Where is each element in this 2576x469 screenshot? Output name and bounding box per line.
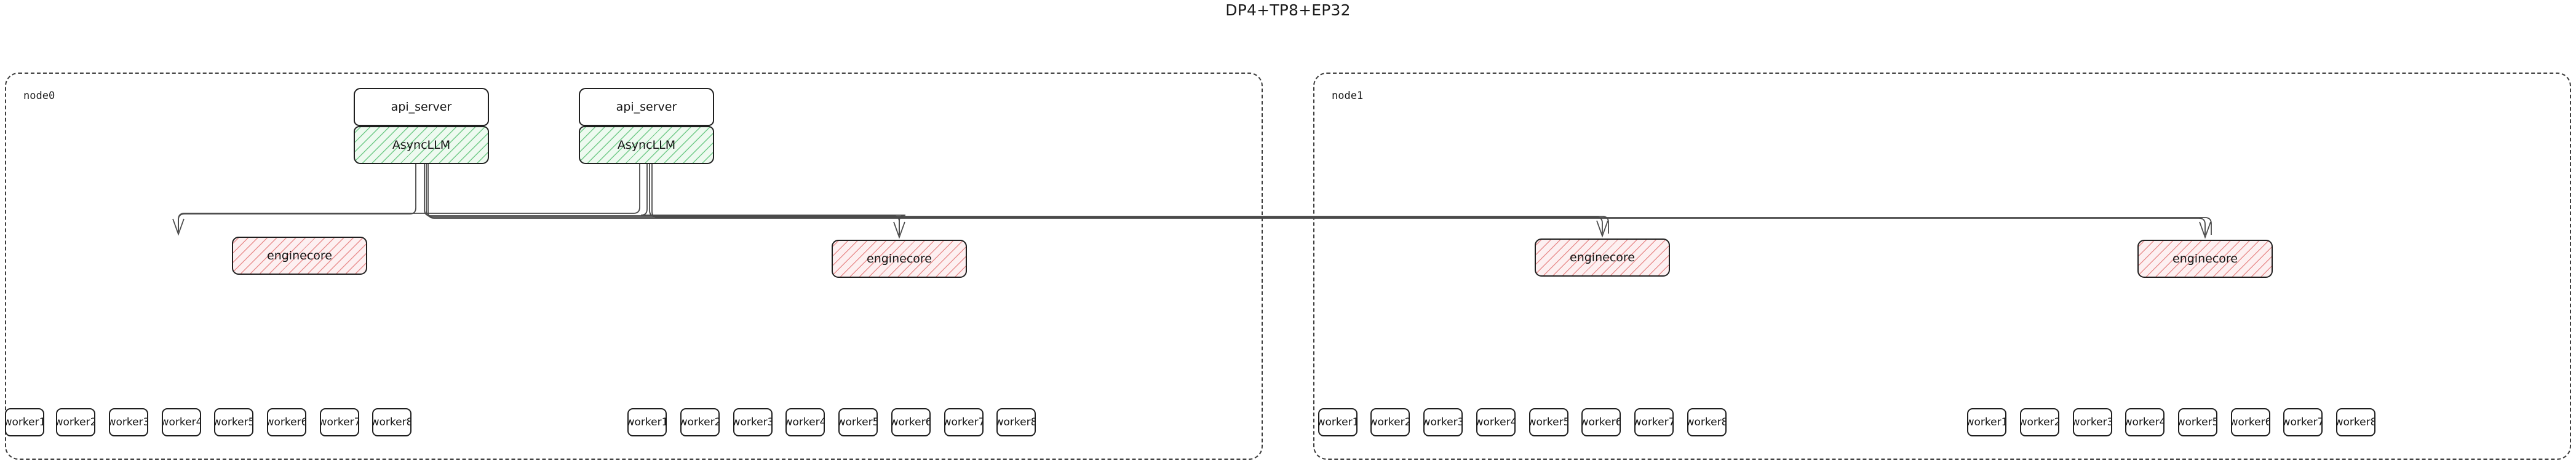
worker-box[interactable]: worker1 [1318, 408, 1358, 436]
worker-box[interactable]: worker5 [214, 408, 253, 436]
page-title: DP4+TP8+EP32 [1225, 1, 1351, 19]
worker-label: worker8 [2336, 416, 2375, 428]
worker-box[interactable]: worker4 [785, 408, 825, 436]
worker-box[interactable]: worker6 [891, 408, 931, 436]
api-server-box-node0-1[interactable]: api_server [579, 88, 714, 126]
worker-label: worker3 [733, 416, 773, 428]
worker-label: worker4 [1476, 416, 1516, 428]
worker-label: worker4 [162, 416, 201, 428]
asyncllm-label: AsyncLLM [617, 138, 676, 152]
worker-box[interactable]: worker4 [162, 408, 201, 436]
worker-box[interactable]: worker7 [2283, 408, 2323, 436]
worker-label: worker7 [2283, 416, 2323, 428]
worker-box[interactable]: worker3 [733, 408, 773, 436]
worker-label: worker1 [627, 416, 667, 428]
worker-label: worker1 [1967, 416, 2006, 428]
worker-label: worker5 [1529, 416, 1568, 428]
worker-label: worker1 [1318, 416, 1358, 428]
worker-box[interactable]: worker4 [1476, 408, 1516, 436]
enginecore-label: enginecore [867, 252, 932, 266]
worker-label: worker5 [2178, 416, 2217, 428]
worker-box[interactable]: worker2 [1370, 408, 1410, 436]
enginecore-label: enginecore [267, 249, 332, 262]
worker-label: worker3 [2073, 416, 2112, 428]
worker-box[interactable]: worker2 [56, 408, 95, 436]
worker-label: worker7 [1634, 416, 1674, 428]
worker-box[interactable]: worker5 [838, 408, 878, 436]
worker-label: worker4 [2125, 416, 2165, 428]
worker-label: worker3 [109, 416, 148, 428]
api-server-label: api_server [616, 100, 677, 114]
worker-box[interactable]: worker1 [5, 408, 44, 436]
worker-label: worker6 [2231, 416, 2270, 428]
worker-box[interactable]: worker8 [372, 408, 411, 436]
cluster-node1-label: node1 [1332, 90, 1364, 102]
worker-label: worker2 [56, 416, 95, 428]
worker-label: worker7 [944, 416, 984, 428]
worker-box[interactable]: worker5 [2178, 408, 2217, 436]
enginecore-label: enginecore [1570, 251, 1635, 264]
worker-label: worker2 [1370, 416, 1410, 428]
worker-box[interactable]: worker2 [2020, 408, 2059, 436]
worker-label: worker6 [1581, 416, 1621, 428]
worker-box[interactable]: worker8 [2336, 408, 2375, 436]
worker-box[interactable]: worker3 [109, 408, 148, 436]
worker-box[interactable]: worker8 [1687, 408, 1727, 436]
worker-box[interactable]: worker7 [320, 408, 359, 436]
worker-label: worker4 [785, 416, 825, 428]
worker-label: worker2 [2020, 416, 2059, 428]
worker-box[interactable]: worker8 [996, 408, 1036, 436]
cluster-node1 [1313, 73, 2571, 460]
worker-box[interactable]: worker5 [1529, 408, 1568, 436]
worker-box[interactable]: worker3 [1423, 408, 1463, 436]
cluster-node0-label: node0 [23, 90, 55, 102]
worker-label: worker5 [214, 416, 253, 428]
asyncllm-label: AsyncLLM [392, 138, 451, 152]
worker-label: worker6 [891, 416, 931, 428]
enginecore-box-node0-0[interactable]: enginecore [232, 237, 367, 275]
worker-box[interactable]: worker4 [2125, 408, 2165, 436]
worker-label: worker3 [1423, 416, 1463, 428]
worker-label: worker7 [320, 416, 359, 428]
api-server-box-node0-0[interactable]: api_server [354, 88, 489, 126]
worker-label: worker6 [267, 416, 306, 428]
asyncllm-box-node0-1[interactable]: AsyncLLM [579, 126, 714, 164]
api-server-label: api_server [391, 100, 452, 114]
worker-box[interactable]: worker6 [1581, 408, 1621, 436]
worker-box[interactable]: worker7 [944, 408, 984, 436]
enginecore-box-node1-1[interactable]: enginecore [2137, 240, 2273, 278]
worker-label: worker5 [838, 416, 878, 428]
enginecore-box-node0-1[interactable]: enginecore [832, 240, 967, 278]
worker-box[interactable]: worker1 [1967, 408, 2006, 436]
worker-box[interactable]: worker1 [627, 408, 667, 436]
asyncllm-box-node0-0[interactable]: AsyncLLM [354, 126, 489, 164]
worker-label: worker8 [996, 416, 1036, 428]
worker-box[interactable]: worker6 [267, 408, 306, 436]
worker-label: worker2 [680, 416, 720, 428]
worker-label: worker1 [5, 416, 44, 428]
worker-label: worker8 [372, 416, 411, 428]
worker-box[interactable]: worker6 [2231, 408, 2270, 436]
worker-label: worker8 [1687, 416, 1727, 428]
cluster-node0 [5, 73, 1263, 460]
enginecore-box-node1-0[interactable]: enginecore [1535, 238, 1670, 277]
worker-box[interactable]: worker2 [680, 408, 720, 436]
worker-box[interactable]: worker3 [2073, 408, 2112, 436]
worker-box[interactable]: worker7 [1634, 408, 1674, 436]
enginecore-label: enginecore [2173, 252, 2238, 266]
